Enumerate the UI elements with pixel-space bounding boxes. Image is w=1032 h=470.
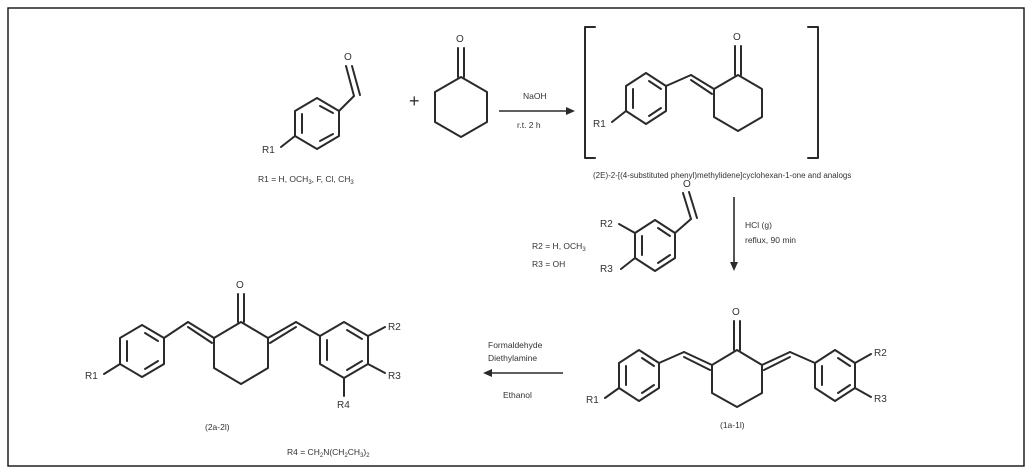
step3-reagent-1: Formaldehyde <box>488 340 543 350</box>
reactant-benzaldehyde: O R1 <box>262 52 361 156</box>
product-bisarylidene-right: O R1 R2 R3 <box>586 307 887 408</box>
step1-arrow <box>499 107 575 115</box>
r4-definition: R4 = CH2N(CH2CH3)2 <box>287 447 370 459</box>
product2-oxygen-label: O <box>236 280 244 291</box>
product2-compound-label: (2a-2l) <box>205 422 230 432</box>
intermediate-name: (2E)-2-[(4-substituted phenyl)methyliden… <box>593 171 851 180</box>
scheme-border <box>7 7 1025 467</box>
step2-arrow <box>730 197 738 271</box>
ketone-oxygen-label: O <box>456 34 464 45</box>
reactant-cyclohexanone: O <box>434 34 488 138</box>
reagent-substituted-benzaldehyde: O R2 R3 <box>600 179 698 275</box>
product2-r3-label: R3 <box>388 371 401 382</box>
product-mannich-base-left: O R1 R2 R3 R4 <box>85 280 401 411</box>
product1-r1-label: R1 <box>586 395 599 406</box>
aldehyde-oxygen-label: O <box>344 52 352 63</box>
intermediate-oxygen-label: O <box>733 32 741 43</box>
intermediate-brackets <box>584 26 819 159</box>
r2-definition: R2 = H, OCH3 <box>532 241 586 253</box>
step2-reagent: HCl (g) <box>745 220 772 230</box>
step1-conditions: r.t. 2 h <box>517 120 541 130</box>
product1-r2-label: R2 <box>874 348 887 359</box>
r3-definition: R3 = OH <box>532 259 565 269</box>
reagent-r2-label: R2 <box>600 219 613 230</box>
reagent-oxygen-label: O <box>683 179 691 190</box>
r1-definition: R1 = H, OCH3, F, Cl, CH3 <box>258 174 354 186</box>
step3-arrow <box>483 369 563 377</box>
product1-oxygen-label: O <box>732 307 740 318</box>
product2-r4-label: R4 <box>337 400 350 411</box>
r1-label: R1 <box>262 145 275 156</box>
product2-r2-label: R2 <box>388 322 401 333</box>
step1-reagent: NaOH <box>523 91 547 101</box>
product2-r1-label: R1 <box>85 371 98 382</box>
step2-conditions: reflux, 90 min <box>745 235 796 245</box>
product1-compound-label: (1a-1l) <box>720 420 745 430</box>
step3-solvent: Ethanol <box>503 390 532 400</box>
reagent-r3-label: R3 <box>600 264 613 275</box>
intermediate-monoarylidene: O R1 <box>593 32 763 132</box>
plus-sign: + <box>409 91 420 111</box>
step3-reagent-2: Diethylamine <box>488 353 537 363</box>
product1-r3-label: R3 <box>874 394 887 405</box>
intermediate-r1-label: R1 <box>593 119 606 130</box>
